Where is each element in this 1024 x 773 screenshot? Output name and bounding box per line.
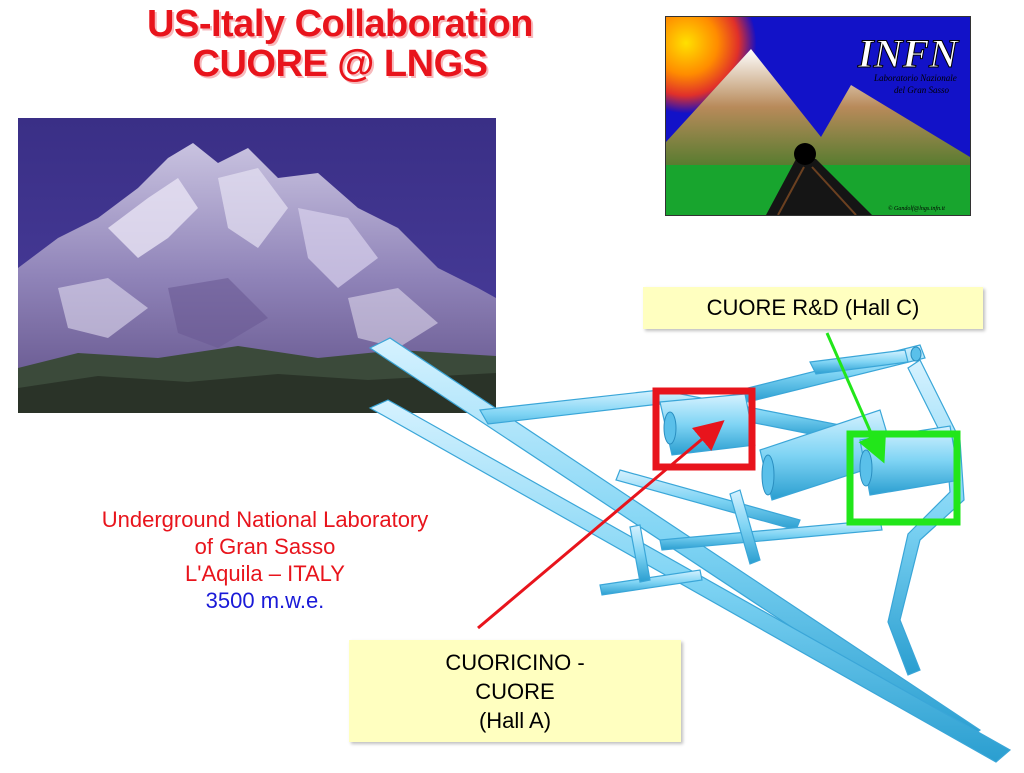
callout-hall-a-line-2: CUORE bbox=[475, 679, 555, 704]
title-line-1: US-Italy Collaboration bbox=[147, 3, 533, 45]
title-line-2: CUORE @ LNGS bbox=[192, 43, 488, 85]
infn-subtitle-1: Laboratorio Nazionale bbox=[873, 73, 957, 83]
lab-depth: 3500 m.w.e. bbox=[205, 588, 325, 613]
lab-line-2: of Gran Sasso bbox=[194, 534, 336, 559]
infn-subtitle-2: del Gran Sasso bbox=[894, 85, 950, 95]
infn-credit: © Gandolf@lngs.infn.it bbox=[888, 205, 945, 212]
callout-hall-a: CUORICINO - CUORE (Hall A) bbox=[349, 640, 681, 742]
lab-line-3: L'Aquila – ITALY bbox=[185, 561, 345, 586]
infn-wordmark: INFN bbox=[857, 31, 960, 76]
slide-title: US-Italy Collaboration CUORE @ LNGS bbox=[60, 4, 620, 84]
callout-cuore-rd: CUORE R&D (Hall C) bbox=[643, 287, 983, 329]
infn-logo: INFN Laboratorio Nazionale del Gran Sass… bbox=[665, 16, 971, 216]
callout-hall-a-line-1: CUORICINO - bbox=[445, 650, 585, 675]
lab-line-1: Underground National Laboratory bbox=[101, 507, 429, 532]
lab-description: Underground National Laboratory of Gran … bbox=[30, 506, 500, 614]
callout-hall-a-line-3: (Hall A) bbox=[478, 708, 552, 733]
